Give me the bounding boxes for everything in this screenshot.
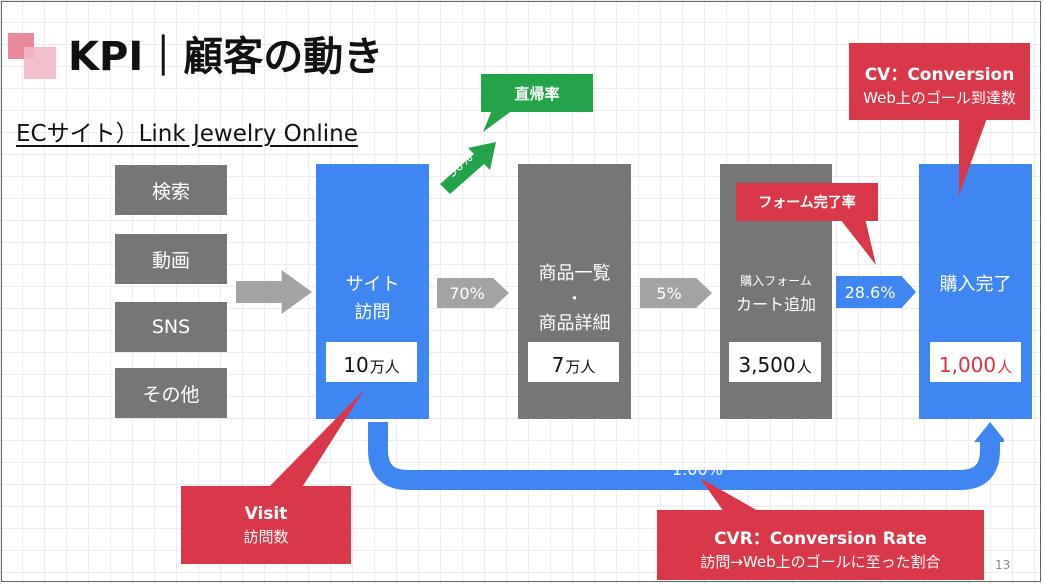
visit-callout-title: Visit (244, 504, 288, 524)
stage-visit-label-2: 訪問 (354, 302, 391, 323)
rate-arrow-5: 5% (640, 278, 712, 308)
logo-square-light (24, 47, 56, 79)
overall-flow-arrow (364, 420, 1006, 492)
stage-cart-number: 3,500 (738, 353, 796, 377)
stage-products-unit: 万人 (565, 358, 596, 376)
overall-rate-label: 1.00% (672, 460, 723, 479)
stage-visit-label-1: サイト (345, 274, 400, 295)
cv-callout-desc: Web上のゴール到達数 (863, 89, 1016, 107)
source-search: 検索 (115, 165, 227, 215)
stage-purchase-label: 購入完了 (939, 274, 1012, 295)
stage-products-label-2: ・ (566, 289, 583, 308)
rate-28-label: 28.6% (844, 282, 896, 302)
stage-products-label-1: 商品一覧 (538, 263, 611, 284)
source-other: その他 (115, 368, 227, 418)
stage-products-number: 7 (551, 353, 565, 377)
stage-cart-label-2: カート追加 (735, 295, 816, 314)
page-subtitle: ECサイト）Link Jewelry Online (16, 121, 358, 147)
bounce-rate-box: 直帰率 (481, 74, 593, 112)
cvr-callout-title: CVR：Conversion Rate (714, 529, 927, 549)
source-video: 動画 (115, 234, 227, 284)
source-sns: SNS (115, 302, 227, 352)
visit-callout: Visit 訪問数 (181, 486, 351, 564)
bounce-arrow-icon (438, 140, 498, 196)
page-title: KPI｜顧客の動き (68, 34, 384, 80)
cv-callout-title: CV：Conversion (864, 65, 1015, 85)
page-number: 13 (995, 558, 1011, 572)
rate-70-label: 70% (449, 283, 485, 303)
rate-5-label: 5% (656, 283, 682, 303)
form-callout: フォーム完了率 (736, 183, 878, 221)
visit-callout-desc: 訪問数 (243, 528, 289, 546)
form-callout-label: フォーム完了率 (758, 195, 856, 211)
cvr-callout: CVR：Conversion Rate 訪問→Web上のゴールに至った割合 (657, 510, 984, 580)
rate-arrow-70: 70% (437, 278, 509, 308)
stage-cart-unit: 人 (796, 358, 812, 376)
stage-products-label-3: 商品詳細 (538, 313, 611, 334)
stage-visit-number: 10 (343, 353, 369, 377)
stage-visit-unit: 万人 (369, 358, 400, 376)
rate-arrow-28: 28.6% (836, 276, 916, 308)
cvr-callout-desc: 訪問→Web上のゴールに至った割合 (700, 553, 941, 571)
stage-purchase-unit: 人 (997, 358, 1013, 376)
cv-callout: CV：Conversion Web上のゴール到達数 (849, 43, 1030, 120)
stage-cart-label-1: 購入フォーム (740, 274, 812, 288)
stage-purchase-number: 1,000 (938, 353, 997, 377)
